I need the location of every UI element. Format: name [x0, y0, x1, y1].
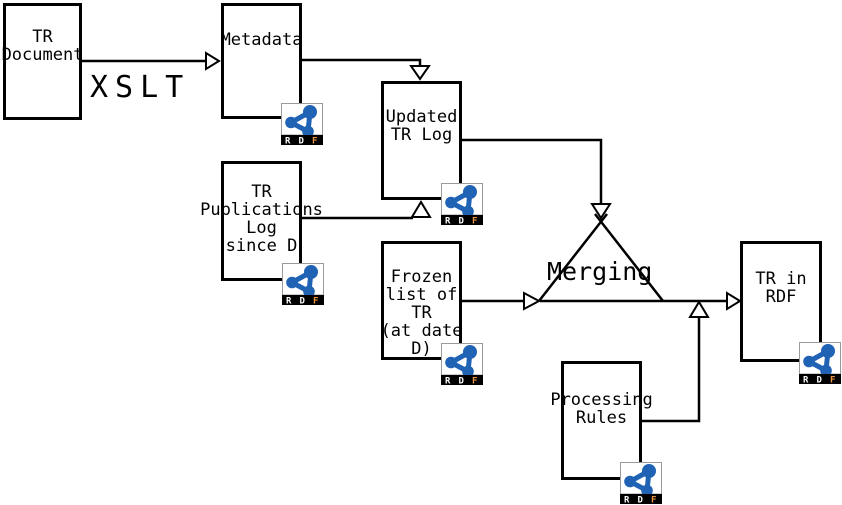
rdf-icon	[282, 263, 324, 305]
rdf-icon	[281, 103, 323, 145]
node-metadata: Metadata	[221, 3, 302, 119]
edge-updated-tr-log-to-merging	[462, 138, 612, 220]
node-tr-publications-log: TR Publications Log since D	[200, 161, 323, 281]
arrowhead-right-icon	[726, 291, 742, 311]
arrowhead-down-icon	[409, 65, 431, 81]
rdf-icon	[799, 342, 841, 384]
arrowhead-right-icon	[205, 51, 221, 71]
edge-label-xslt: XSLT	[90, 70, 191, 105]
node-label: Metadata	[220, 30, 303, 50]
node-label: Processing Rules	[550, 390, 653, 428]
node-tr-document: TR Document	[1, 3, 84, 120]
rdf-icon	[620, 462, 662, 504]
edge-publications-log-to-updated-tr-log	[302, 200, 432, 220]
arrowhead-up-icon	[688, 300, 710, 318]
node-frozen-list: Frozen list of TR (at date D)	[381, 241, 462, 360]
arrowhead-right-icon	[523, 291, 542, 311]
edge-processing-rules-to-merging	[642, 300, 710, 423]
node-label: TR Document	[1, 27, 84, 65]
node-tr-in-rdf: TR in RDF	[740, 241, 822, 362]
arrowhead-down-icon	[590, 203, 612, 220]
rdf-icon	[441, 343, 483, 385]
node-label: Frozen list of TR (at date D)	[380, 267, 463, 359]
edge-trdocument-to-metadata	[82, 51, 221, 71]
rdf-icon	[441, 183, 483, 225]
edge-label-merging: Merging	[547, 257, 653, 286]
arrowhead-up-icon	[410, 200, 432, 218]
node-processing-rules: Processing Rules	[550, 361, 653, 480]
node-label: TR Publications Log since D	[200, 182, 323, 256]
merging-triangle	[538, 213, 664, 302]
edge-merging-to-tr-in-rdf	[540, 291, 742, 311]
node-label: Updated TR Log	[385, 107, 458, 145]
node-label: TR in RDF	[755, 269, 807, 307]
edge-metadata-to-updated-tr-log	[302, 58, 431, 81]
edge-frozen-list-to-merging	[462, 291, 542, 311]
node-updated-tr-log: Updated TR Log	[381, 81, 462, 200]
